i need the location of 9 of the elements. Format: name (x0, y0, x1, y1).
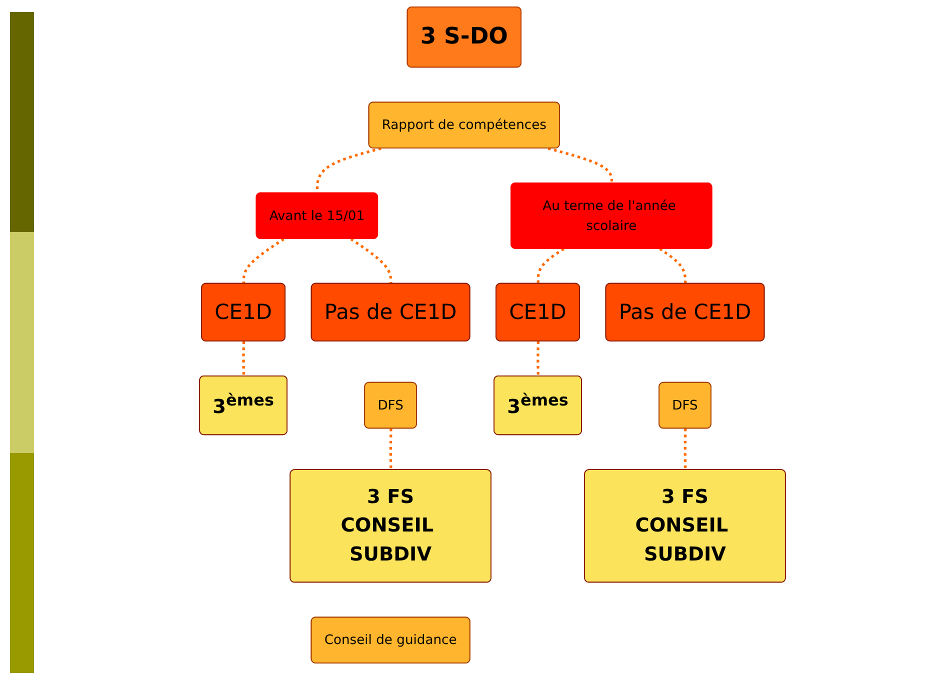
connector (659, 248, 687, 284)
connector (536, 341, 540, 376)
connector (242, 341, 246, 376)
connector (350, 238, 392, 284)
connector (548, 147, 614, 184)
connector (242, 238, 284, 284)
connector (389, 428, 392, 470)
connector (536, 248, 565, 284)
connector (684, 428, 687, 470)
